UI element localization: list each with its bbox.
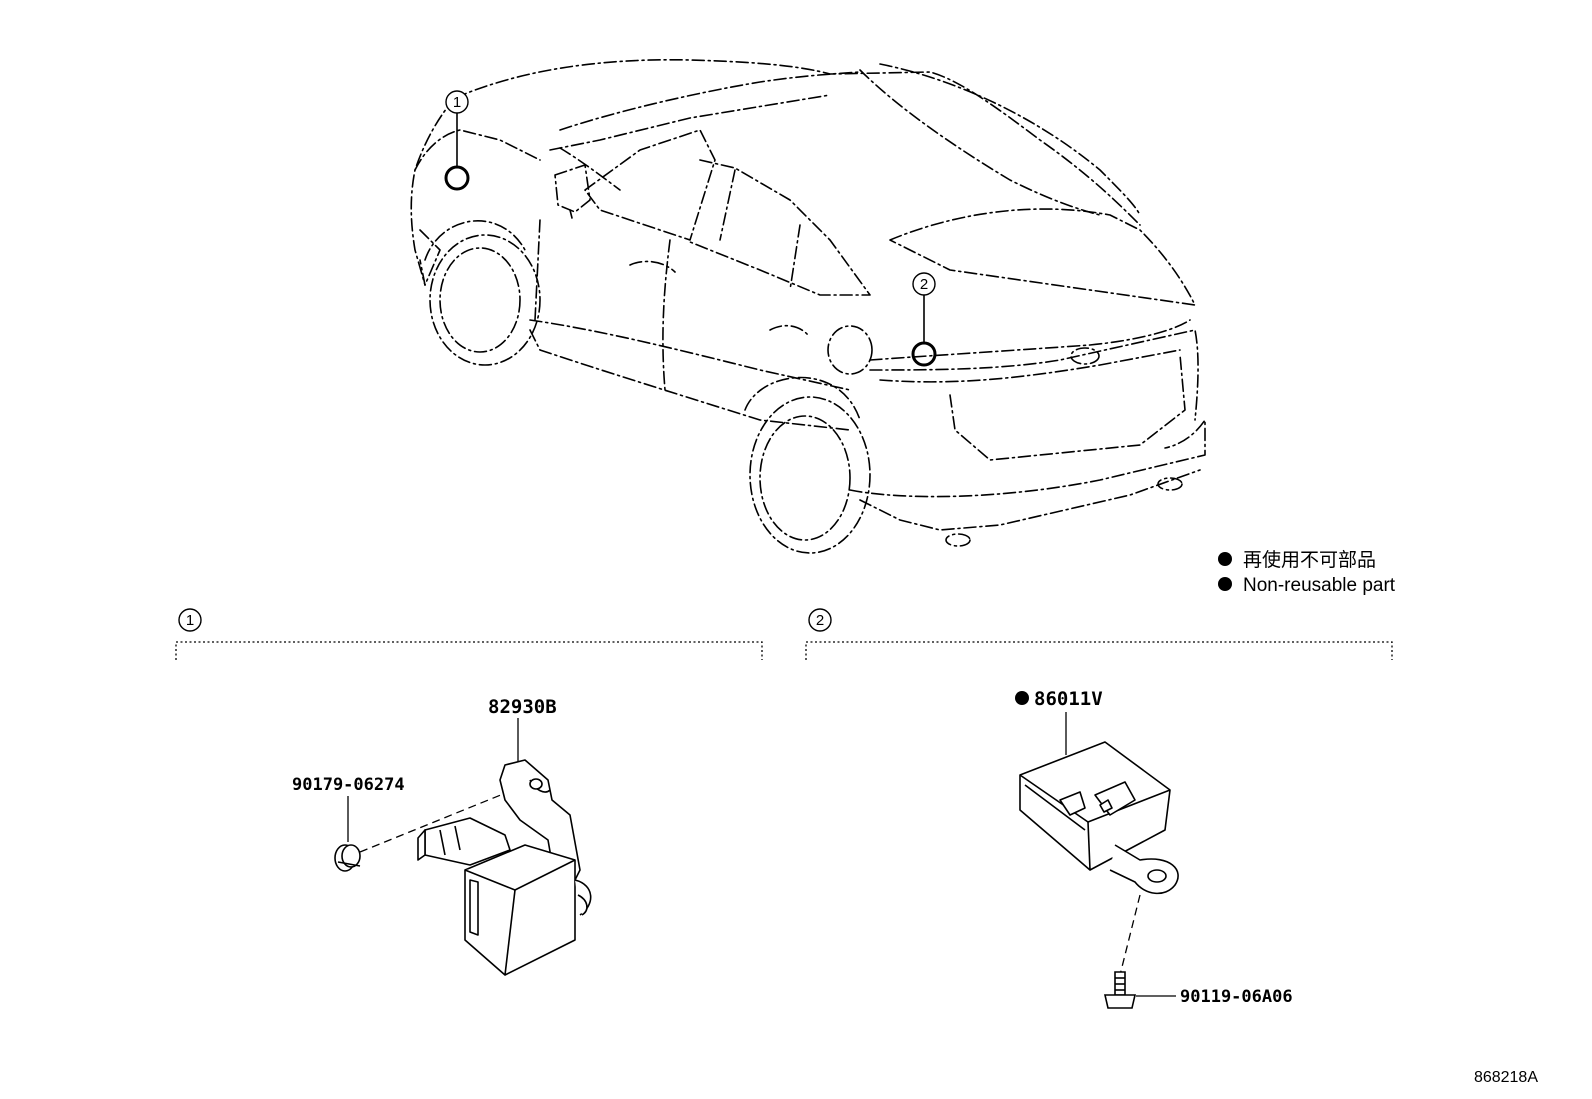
part-82930b-label: 82930B bbox=[488, 696, 557, 718]
part-90119-06a06-label: 90119-06A06 bbox=[1180, 987, 1293, 1007]
svg-text:1: 1 bbox=[453, 94, 461, 111]
reference-code: 868218A bbox=[1474, 1069, 1538, 1086]
section-1: 1 82930B 90179-06274 bbox=[175, 608, 763, 976]
callout-1: 1 bbox=[445, 90, 469, 114]
vehicle-illustration bbox=[410, 58, 1206, 554]
svg-text:2: 2 bbox=[920, 276, 928, 293]
part-86011v-label: 86011V bbox=[1034, 688, 1103, 710]
module-icon bbox=[1019, 741, 1179, 895]
filled-dot-icon bbox=[1218, 552, 1232, 566]
bolt-icon bbox=[1103, 971, 1137, 1009]
part-90179-06274-label: 90179-06274 bbox=[292, 775, 405, 795]
svg-text:2: 2 bbox=[816, 612, 824, 629]
non-reusable-dot-icon bbox=[1015, 691, 1029, 705]
filled-dot-icon bbox=[1218, 577, 1232, 591]
sensor-assembly-icon bbox=[417, 759, 592, 976]
clip-icon bbox=[334, 844, 361, 872]
section-2: 2 86011V 90 bbox=[805, 608, 1393, 1009]
callout-2: 2 bbox=[912, 272, 936, 296]
legend-jp: 再使用不可部品 bbox=[1243, 549, 1376, 571]
svg-text:1: 1 bbox=[186, 612, 194, 629]
legend: 再使用不可部品 Non-reusable part bbox=[1218, 549, 1396, 596]
legend-en: Non-reusable part bbox=[1243, 575, 1396, 596]
